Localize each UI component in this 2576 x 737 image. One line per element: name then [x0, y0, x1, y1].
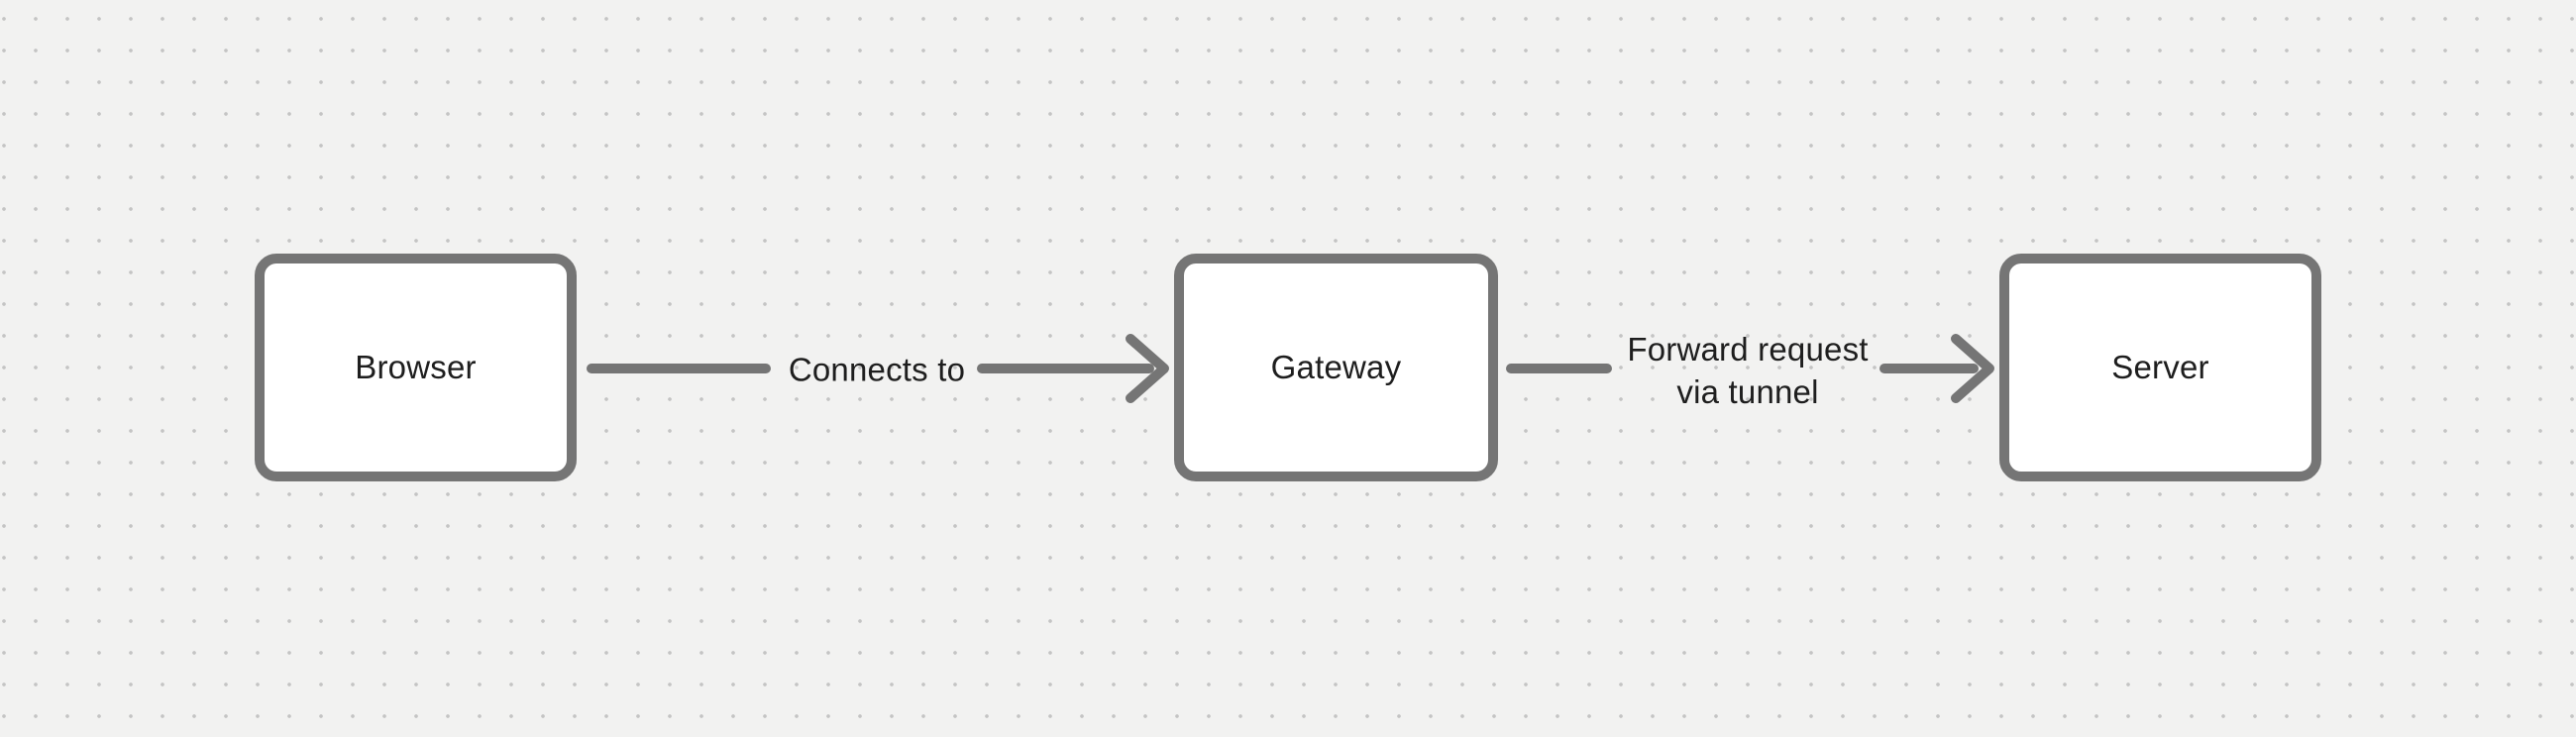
edge-gateway-server[interactable]	[1506, 334, 1994, 403]
arrowhead-icon[interactable]	[1951, 334, 1994, 403]
edge-label-forward-request[interactable]: Forward request via tunnel	[1627, 331, 1869, 410]
edge-browser-gateway[interactable]	[587, 334, 1169, 403]
node-server-label: Server	[2111, 349, 2209, 385]
node-gateway[interactable]: Gateway	[1174, 254, 1498, 481]
edge-label-connects-to[interactable]: Connects to	[788, 351, 966, 388]
arrowhead-icon[interactable]	[1126, 334, 1169, 403]
node-server[interactable]: Server	[1999, 254, 2321, 481]
node-browser-label: Browser	[355, 349, 477, 385]
node-browser[interactable]: Browser	[255, 254, 577, 481]
node-gateway-label: Gateway	[1270, 349, 1402, 385]
